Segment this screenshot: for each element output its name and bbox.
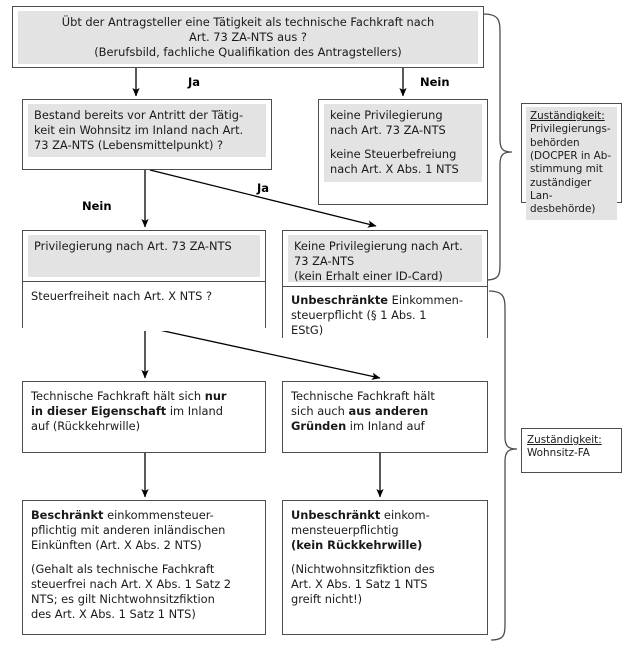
no-privilege-body-line3: EStG) — [291, 322, 324, 337]
node-question-residence: Bestand bereits vor Antritt der Tätig- k… — [22, 99, 272, 170]
no-privilege-header-line1: Keine Privilegierung nach Art. — [294, 239, 463, 253]
node-authority-bottom: Zuständigkeit: Wohnsitz-FA — [521, 428, 622, 473]
authority-top-text: Zuständigkeit: Privilegierungs- behörden… — [526, 107, 617, 220]
edge-label-ja-residence: Ja — [257, 181, 270, 195]
unlimited-tax-bold-line3: (kein Rückkehrwille) — [291, 537, 423, 552]
unlimited-tax-para2-line1: (Nichtwohnsitzfiktion des — [291, 562, 435, 577]
privilege-body: Steuerfreiheit nach Art. X NTS ? — [23, 281, 265, 331]
no-privilege-body-rest: Einkommen- — [388, 293, 463, 307]
authority-bottom-heading: Zuständigkeit: — [527, 434, 602, 446]
no-privilege-top-line2: nach Art. 73 ZA-NTS — [330, 122, 446, 137]
authority-top-line4: stimmung mit — [530, 163, 603, 176]
only-capacity-post: auf (Rückkehrwille) — [31, 418, 141, 433]
question-residence-text: Bestand bereits vor Antritt der Tätig- k… — [28, 104, 266, 158]
authority-top-line5: zuständiger Lan- — [530, 176, 592, 202]
unlimited-tax-rest1: einkom- — [380, 508, 430, 522]
no-privilege-top-line1: keine Privilegierung — [330, 108, 443, 122]
other-reasons-line2-pre: sich auch — [291, 403, 349, 418]
node-unlimited-tax: Unbeschränkt einkom- mensteuerpflichtig … — [282, 500, 488, 635]
only-capacity-bold2: in dieser Eigenschaft — [31, 403, 167, 418]
authority-top-line3: (DOCPER in Ab- — [530, 149, 612, 162]
node-other-reasons: Technische Fachkraft hält sich auch aus … — [282, 381, 488, 453]
node-authority-top: Zuständigkeit: Privilegierungs- behörden… — [521, 103, 622, 220]
authority-top-line2: behörden — [530, 136, 580, 149]
node-question-top: Übt der Antragsteller eine Tätigkeit als… — [12, 6, 484, 68]
brace-upper — [483, 13, 513, 281]
question-residence-line3: 73 ZA-NTS (Lebensmittelpunkt) ? — [34, 137, 224, 152]
other-reasons-bold1: aus anderen — [348, 403, 429, 418]
question-residence-line2: keit ein Wohnsitz im Inland nach Art. — [34, 122, 244, 137]
authority-bottom-text: Zuständigkeit: Wohnsitz-FA — [522, 429, 621, 466]
only-capacity-mid: im Inland — [166, 403, 223, 418]
question-residence-line1: Bestand bereits vor Antritt der Tätig- — [34, 108, 244, 122]
other-reasons-line3-post: im Inland auf — [346, 418, 425, 433]
only-capacity-pre: Technische Fachkraft hält sich — [31, 389, 205, 403]
edge-label-nein-top: Nein — [420, 75, 450, 89]
other-reasons-text: Technische Fachkraft hält sich auch aus … — [283, 382, 487, 439]
other-reasons-line1: Technische Fachkraft hält — [291, 389, 435, 403]
no-privilege-header: Keine Privilegierung nach Art. 73 ZA-NTS… — [288, 235, 482, 283]
only-capacity-bold1: nur — [204, 389, 227, 403]
authority-bottom-line1: Wohnsitz-FA — [527, 447, 590, 460]
limited-tax-para2-line4: des Art. X Abs. 1 Satz 1 NTS) — [31, 606, 196, 621]
limited-tax-bold: Beschränkt — [31, 508, 104, 522]
no-privilege-top-line4: nach Art. X Abs. 1 NTS — [330, 162, 459, 177]
limited-tax-para2-line2: steuerfrei nach Art. X Abs. 1 Satz 2 — [31, 577, 232, 591]
no-privilege-body-bold: Unbeschränkte — [291, 293, 389, 307]
brace-lower — [488, 290, 518, 641]
authority-top-heading: Zuständigkeit: — [530, 110, 605, 122]
limited-tax-rest1: einkommensteuer- — [103, 508, 214, 522]
unlimited-tax-bold: Unbeschränkt — [291, 508, 381, 522]
authority-top-line6: desbehörde) — [530, 203, 596, 216]
question-top-line2: Art. 73 ZA-NTS aus ? — [189, 29, 307, 44]
edge-label-nein-residence: Nein — [82, 199, 112, 213]
limited-tax-para2-line1: (Gehalt als technische Fachkraft — [31, 562, 215, 577]
limited-tax-text: Beschränkt einkommensteuer- pflichtig mi… — [23, 501, 265, 627]
unlimited-tax-line2: mensteuerpflichtig — [291, 522, 399, 537]
question-top-line3: (Berufsbild, fachliche Qualifikation des… — [94, 44, 402, 59]
no-privilege-top-line3: keine Steuerbefreiung — [330, 147, 457, 162]
node-no-privilege-top: keine Privilegierung nach Art. 73 ZA-NTS… — [318, 99, 488, 205]
privilege-header-text: Privilegierung nach Art. 73 ZA-NTS — [34, 239, 232, 253]
limited-tax-line2: pflichtig mit anderen inländischen — [31, 522, 226, 537]
unlimited-tax-para2-line3: greift nicht!) — [291, 591, 363, 606]
no-privilege-top-text: keine Privilegierung nach Art. 73 ZA-NTS… — [324, 104, 482, 182]
privilege-body-text: Steuerfreiheit nach Art. X NTS ? — [31, 289, 212, 303]
authority-top-line1: Privilegierungs- — [530, 123, 611, 136]
question-top-line1: Übt der Antragsteller eine Tätigkeit als… — [61, 15, 435, 29]
node-no-privilege: Keine Privilegierung nach Art. 73 ZA-NTS… — [282, 230, 488, 341]
privilege-header: Privilegierung nach Art. 73 ZA-NTS — [28, 235, 260, 277]
other-reasons-bold2: Gründen — [291, 418, 347, 433]
no-privilege-header-line2: 73 ZA-NTS — [294, 253, 355, 268]
question-top-text: Übt der Antragsteller eine Tätigkeit als… — [18, 11, 478, 65]
node-only-capacity: Technische Fachkraft hält sich nur in di… — [22, 381, 266, 453]
edge-label-ja-top: Ja — [188, 75, 201, 89]
unlimited-tax-para2-line2: Art. X Abs. 1 Satz 1 NTS — [291, 577, 428, 591]
node-privilege: Privilegierung nach Art. 73 ZA-NTS Steue… — [22, 230, 266, 331]
only-capacity-text: Technische Fachkraft hält sich nur in di… — [23, 382, 265, 439]
limited-tax-line3: Einkünften (Art. X Abs. 2 NTS) — [31, 537, 202, 552]
node-limited-tax: Beschränkt einkommensteuer- pflichtig mi… — [22, 500, 266, 635]
no-privilege-header-line3: (kein Erhalt einer ID-Card) — [294, 268, 443, 283]
no-privilege-body: Unbeschränkte Einkommen- steuerpflicht (… — [283, 286, 487, 341]
unlimited-tax-text: Unbeschränkt einkom- mensteuerpflichtig … — [283, 501, 487, 612]
no-privilege-body-line2: steuerpflicht (§ 1 Abs. 1 — [291, 307, 427, 322]
limited-tax-para2-line3: NTS; es gilt Nichtwohnsitzfiktion — [31, 591, 215, 606]
